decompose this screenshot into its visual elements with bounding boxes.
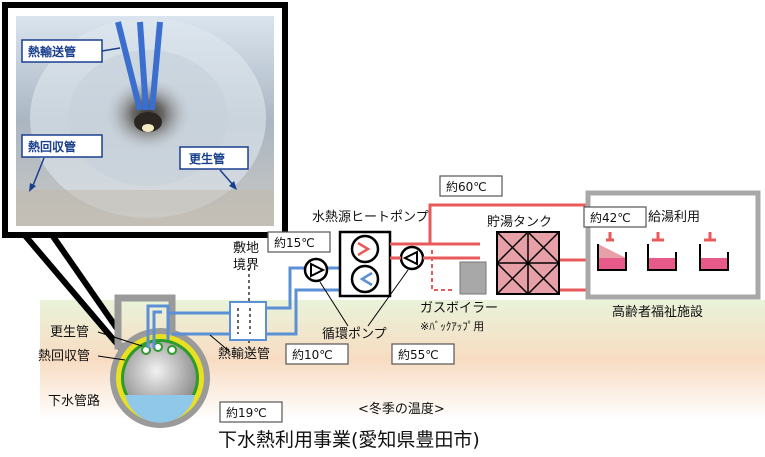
sewer-cross-section <box>110 328 210 428</box>
temp-box-55: 約55℃ <box>391 343 455 365</box>
temp-box-60: 約60℃ <box>439 175 503 197</box>
site-boundary-label-2: 境界 <box>233 258 259 273</box>
svg-text:熱輸送管: 熱輸送管 <box>28 44 76 59</box>
temp-box-15: 約15℃ <box>267 231 331 253</box>
gas-boiler-label: ガスボイラー <box>420 301 498 316</box>
photo-label-heat-transport: 熱輸送管 <box>21 39 121 63</box>
svg-text:更生管: 更生管 <box>189 151 225 166</box>
circulation-pump-hot <box>399 245 425 271</box>
temp-box-19: 約19℃ <box>219 401 283 423</box>
caption: 下水熱利用事業(愛知県豊田市) <box>218 429 480 451</box>
rehab-pipe-label: 更生管 <box>50 325 89 340</box>
circulation-pump-cold <box>303 257 329 283</box>
photo-label-rehab-pipe: 更生管 <box>179 146 249 190</box>
gas-boiler <box>459 261 487 295</box>
svg-text:約55℃: 約55℃ <box>398 347 439 362</box>
backup-label: ※ﾊﾞｯｸｱｯﾌﾟ用 <box>420 320 484 333</box>
heat-pump-label: 水熱源ヒートポンプ <box>312 210 429 225</box>
photo-label-heat-recovery: 熱回収管 <box>21 134 103 192</box>
heat-transport-pipe-label: 熱輸送管 <box>218 347 270 362</box>
storage-tank <box>496 231 560 295</box>
facility-label: 高齢者福祉施設 <box>612 304 703 320</box>
sewer-pipe-label: 下水管路 <box>48 393 100 409</box>
svg-text:約15℃: 約15℃ <box>274 235 315 250</box>
svg-text:約60℃: 約60℃ <box>446 179 487 194</box>
cold-pipe-network <box>146 304 230 348</box>
boundary-heat-exchanger <box>229 301 267 341</box>
svg-text:約10℃: 約10℃ <box>292 347 333 362</box>
temp-box-10: 約10℃ <box>285 343 349 365</box>
leader-lines <box>97 269 409 361</box>
hot-water-use-label: 給湯利用 <box>648 210 700 225</box>
site-boundary-label-1: 敷地 <box>233 241 259 256</box>
storage-tank-label: 貯湯タンク <box>487 215 552 230</box>
heat-pump-unit <box>338 230 392 298</box>
temp-box-42: 約42℃ <box>583 206 647 228</box>
circulation-pump-label: 循環ポンプ <box>322 327 387 342</box>
hot-return-dashed <box>431 250 452 291</box>
heat-recovery-pipe-label: 熱回収管 <box>38 349 90 364</box>
svg-text:約19℃: 約19℃ <box>226 405 267 420</box>
svg-text:約42℃: 約42℃ <box>590 210 631 225</box>
winter-temp-label: <冬季の温度> <box>358 401 445 417</box>
hot-water-fixtures <box>597 232 729 271</box>
svg-text:熱回収管: 熱回収管 <box>28 139 76 154</box>
